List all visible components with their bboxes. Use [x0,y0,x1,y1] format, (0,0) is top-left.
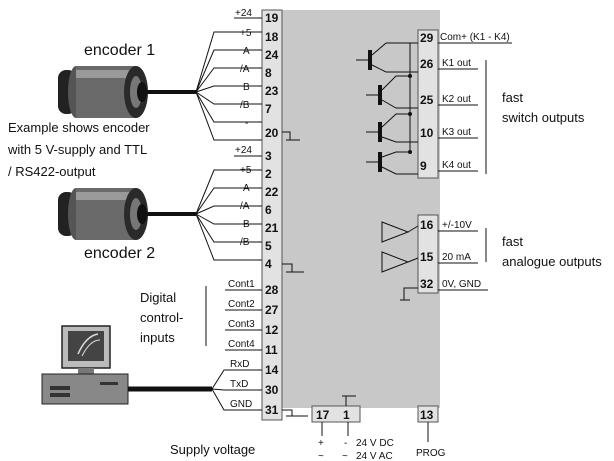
switch-output-signal-2: K2 out [442,94,471,105]
terminal-3: 3 [265,149,272,163]
switch-outputs-title-1: switch outputs [502,110,585,125]
analogue-outputs-title-0: fast [502,234,523,249]
ground-symbol-4 [282,263,304,273]
terminal-4: 4 [265,257,272,271]
switch-output-signal-3: K3 out [442,127,471,138]
terminal-26: 26 [420,57,434,71]
encoder1-note-line-1: with 5 V-supply and TTL [7,142,147,157]
analogue-output-signal-1: 20 mA [442,252,471,263]
analogue-output-signal-2: 0V, GND [442,279,481,290]
transistor-network [356,42,418,175]
ground-symbol-32 [400,287,418,301]
left-terminal-strip [261,9,283,421]
encoder2-signal-4: B [243,219,250,230]
digital-input-signal-3: Cont4 [228,339,255,350]
terminal-30: 30 [265,383,279,397]
switch-output-signal-4: K4 out [442,160,471,171]
supply-terminal-block [311,405,361,423]
terminal-23: 23 [265,84,279,98]
terminal-16: 16 [420,218,434,232]
digital-input-signal-1: Cont2 [228,299,255,310]
terminal-32: 32 [420,277,434,291]
encoder1-signal-6: - [245,118,248,129]
encoder1-signal-2: A [243,46,250,57]
terminal-20: 20 [265,126,279,140]
terminal-28: 28 [265,283,279,297]
terminal-6: 6 [265,203,272,217]
switch-output-signal-0: Com+ (K1 - K4) [440,32,510,43]
terminal-5: 5 [265,239,272,253]
terminal-31: 31 [265,403,279,417]
supply-tilde-right: ~ [342,451,348,461]
terminal-1: 1 [343,408,350,422]
encoder2-wires [146,169,262,261]
computer-icon [41,325,129,405]
encoder1-note-line-0: Example shows encoder [8,120,150,135]
terminal-12: 12 [265,323,279,337]
switch-outputs-title-0: fast [502,90,523,105]
digital-input-signal-2: Cont3 [228,319,255,330]
serial-signal-2: GND [230,399,252,410]
encoder2-signal-2: A [243,183,250,194]
encoder2-signal-6: - [245,255,248,266]
supply-tilde-left: ~ [318,451,324,461]
terminal-10: 10 [420,126,434,140]
terminal-25: 25 [420,93,434,107]
terminal-7: 7 [265,102,272,116]
terminal-8: 8 [265,66,272,80]
encoder1-note-line-2: / RS422-output [8,164,96,179]
encoder2-signal-3: /A [240,201,250,212]
serial-signal-1: TxD [230,379,248,390]
right-terminal-strip-lower [417,214,439,294]
ground-symbol-20 [282,131,300,141]
supply-voltage-label: Supply voltage [170,442,255,457]
encoder1-signal-1: +5 [240,28,252,39]
terminal-14: 14 [265,363,279,377]
terminal-15: 15 [420,250,434,264]
right-terminal-strip-upper [417,29,439,179]
device-body [262,10,440,408]
digital-inputs-title-0: Digital [140,290,176,305]
terminal-11: 11 [265,343,278,357]
terminal-17: 17 [316,408,330,422]
ground-symbol-1 [342,395,356,406]
terminal-13: 13 [420,408,434,422]
serial-signal-0: RxD [230,359,249,370]
terminal-27: 27 [265,303,279,317]
encoder1-wires [146,31,262,141]
encoder1-signal-0: +24 [235,8,252,19]
terminal-24: 24 [265,48,279,62]
prog-label: PROG [416,448,446,459]
digital-input-signal-0: Cont1 [228,279,255,290]
digital-inputs-title-1: control- [140,310,183,325]
encoder2-icon [58,188,148,240]
terminal-22: 22 [265,185,279,199]
analogue-amplifiers [381,221,419,273]
encoder1-icon [58,66,148,118]
analogue-output-signal-0: +/-10V [442,220,472,231]
encoder2-signal-5: /B [240,237,250,248]
terminal-9: 9 [420,159,427,173]
ground-symbol-31 [282,409,308,417]
encoder1-signal-5: /B [240,100,250,111]
terminal-18: 18 [265,30,279,44]
encoder2-signal-0: +24 [235,145,252,156]
encoder2-title: encoder 2 [84,245,155,262]
encoder1-signal-4: B [243,82,250,93]
terminal-29: 29 [420,31,434,45]
supply-ac: 24 V AC [356,451,393,461]
terminal-21: 21 [265,221,279,235]
terminal-19: 19 [265,11,279,25]
supply-dc: 24 V DC [356,438,394,449]
digital-inputs-title-2: inputs [140,330,175,345]
switch-output-signal-1: K1 out [442,58,471,69]
supply-plus: + [318,438,324,449]
terminal-2: 2 [265,167,272,181]
supply-minus: - [344,438,347,449]
encoder1-title: encoder 1 [84,42,155,59]
analogue-outputs-title-1: analogue outputs [502,254,602,269]
encoder2-signal-1: +5 [240,165,252,176]
encoder1-signal-3: /A [240,64,250,75]
